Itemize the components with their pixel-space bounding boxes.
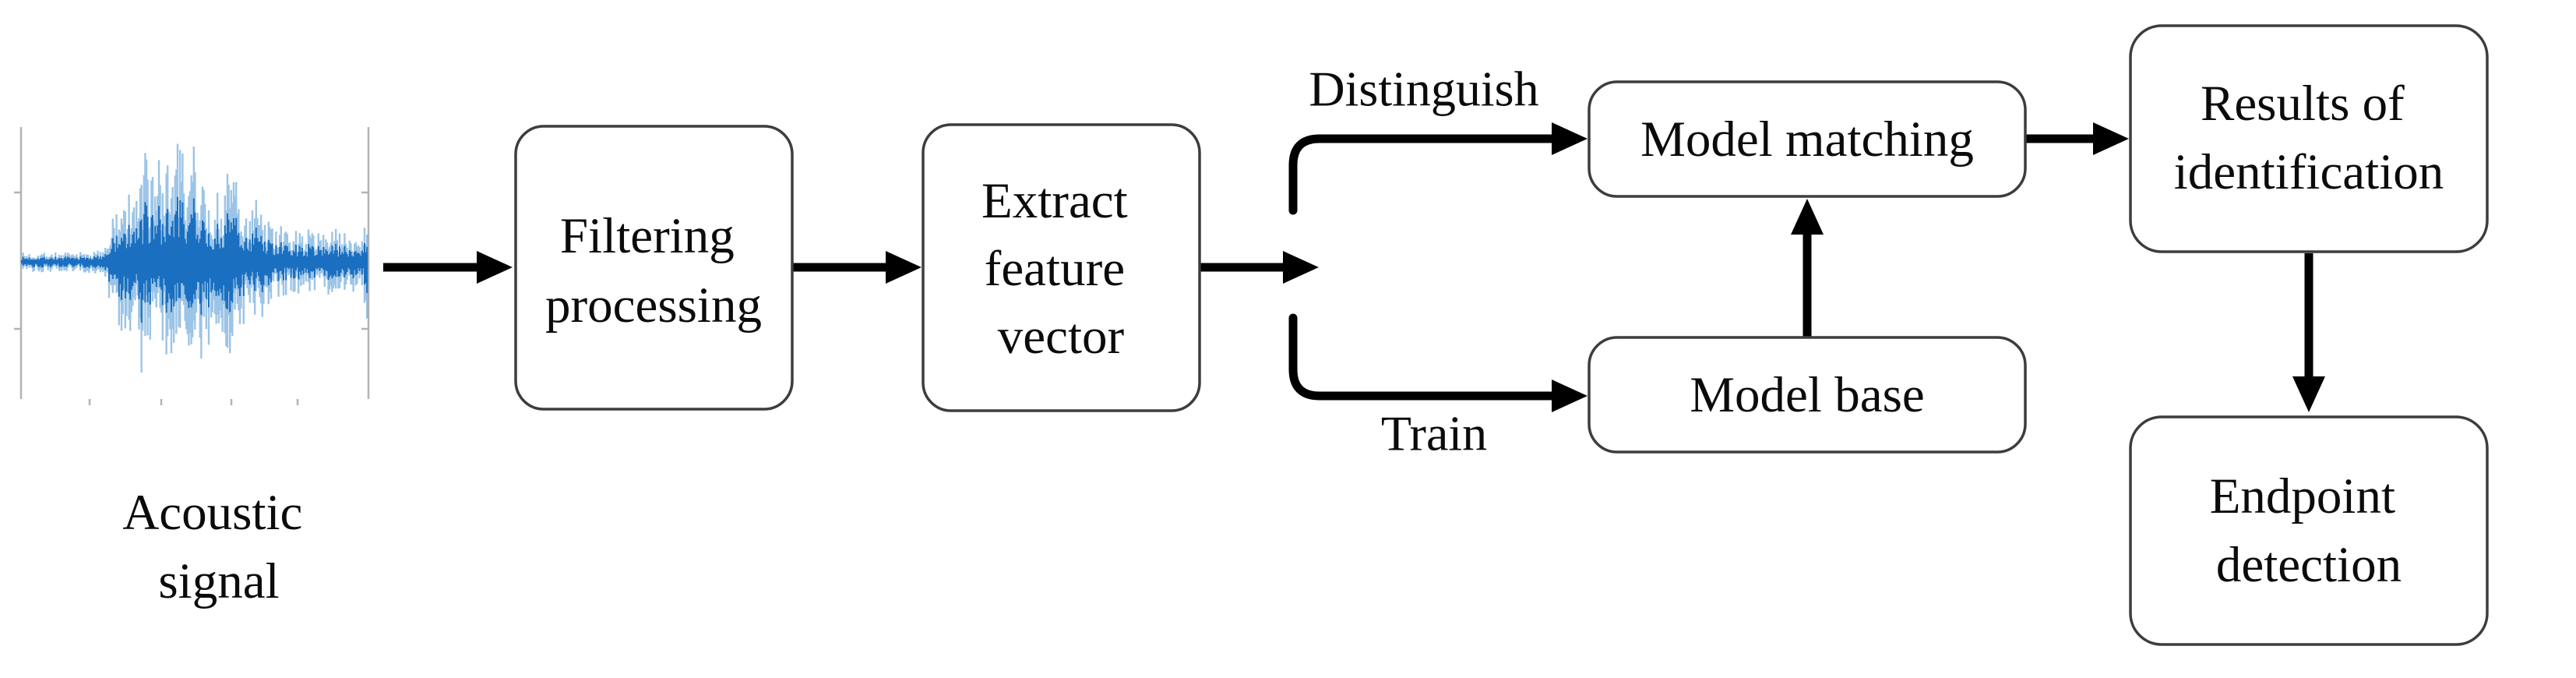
extract-feature-vector-box — [922, 123, 1201, 412]
extract-label-line2: feature — [985, 241, 1125, 297]
filtering-processing-node: Filtering processing — [514, 125, 794, 411]
model-base-node: Model base — [1588, 336, 2027, 454]
filtering-label-line1: Filtering — [560, 208, 735, 264]
extract-feature-vector-node: Extract feature vector — [922, 123, 1201, 412]
filtering-processing-label: Filtering processing — [545, 192, 762, 334]
results-label-line2: identification — [2174, 144, 2444, 200]
extract-label-line1: Extract — [981, 173, 1128, 229]
acoustic-signal-label-line2: signal — [158, 553, 279, 609]
branch-distinguish-arrow — [1288, 122, 1588, 215]
endpoint-detection-box — [2129, 415, 2489, 646]
model-base-box — [1588, 336, 2027, 454]
filtering-label-line2: processing — [545, 277, 762, 334]
results-of-identification-box — [2129, 24, 2489, 253]
results-label-line1: Results of — [2201, 76, 2405, 132]
model-base-label: Model base — [1690, 367, 1924, 423]
endpoint-detection-label: Endpoint detection — [2210, 452, 2409, 593]
results-of-identification-node: Results of identification — [2129, 24, 2489, 253]
acoustic-signal-label-line1: Acoustic — [122, 485, 302, 541]
model-matching-box — [1588, 80, 2027, 198]
filtering-processing-box — [514, 125, 794, 411]
extract-feature-vector-label: Extract feature vector — [981, 157, 1140, 365]
acoustic-signal-thumbnail — [14, 127, 370, 405]
endpoint-label-line2: detection — [2216, 537, 2402, 593]
endpoint-label-line1: Endpoint — [2210, 468, 2395, 524]
train-label: Train — [1381, 406, 1487, 461]
results-of-identification-label: Results of identification — [2174, 59, 2444, 200]
extract-label-line3: vector — [998, 309, 1125, 365]
endpoint-detection-node: Endpoint detection — [2129, 415, 2489, 646]
model-matching-label: Model matching — [1640, 111, 1974, 168]
distinguish-label: Distinguish — [1309, 62, 1538, 117]
waveform-icon — [20, 143, 368, 373]
model-matching-node: Model matching — [1588, 80, 2027, 198]
branch-train-arrow — [1288, 313, 1588, 412]
acoustic-signal-label: Acoustic signal — [122, 468, 315, 609]
